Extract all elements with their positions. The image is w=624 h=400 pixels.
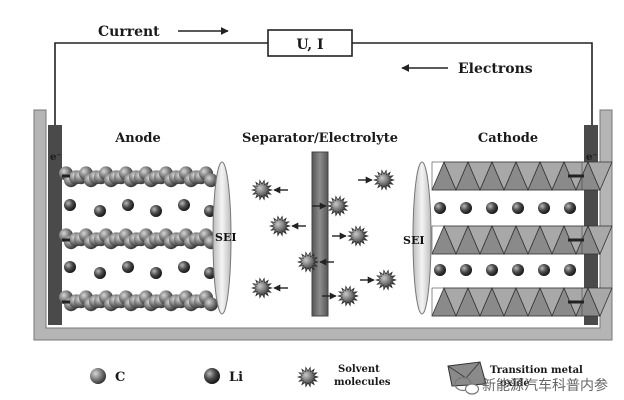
separator-membrane <box>311 151 329 317</box>
lithium-ion <box>538 264 550 276</box>
sei-layer-anode <box>212 161 232 315</box>
lithium-ion <box>64 261 76 273</box>
lithium-ion <box>64 199 76 211</box>
lithium-ion <box>434 264 446 276</box>
solvent-molecule-icon <box>250 179 274 201</box>
cathode-oxide <box>431 160 613 318</box>
electrons-label: Electrons <box>458 61 533 77</box>
external-circuit: U, I <box>54 29 593 125</box>
lithium-ion <box>460 264 472 276</box>
oxide-octahedron <box>587 161 613 192</box>
oxide-octahedron <box>587 225 613 256</box>
current-label: Current <box>98 24 160 40</box>
lithium-ion <box>434 202 446 214</box>
legend-solvent-line1: Solvent <box>338 364 380 375</box>
carbon-atom <box>204 173 218 188</box>
lithium-ion <box>486 264 498 276</box>
lithium-ion <box>460 202 472 214</box>
cell-container <box>33 109 613 341</box>
meter-label: U, I <box>296 37 323 53</box>
legend-carbon-label: C <box>115 370 125 385</box>
anode-current-collector <box>48 125 62 325</box>
solvent-molecule-icon <box>296 366 320 388</box>
watermark-text: 新能源汽车科普内参 <box>482 377 608 394</box>
sei-label-anode: SEI <box>215 231 236 244</box>
circuit-wire-left <box>54 42 268 125</box>
solvent-molecule-icon <box>374 269 398 291</box>
legend-oxide-line2: oxide <box>500 378 530 389</box>
legend-oxide-line1: Transition metal <box>490 365 583 376</box>
lithium-ion <box>122 199 134 211</box>
sei-layer-cathode <box>412 161 432 315</box>
electron-symbol-right: e⁻ <box>586 152 598 163</box>
sei-label-cathode: SEI <box>403 234 424 247</box>
lithium-ion <box>178 199 190 211</box>
electrolyte-solvent-molecules <box>250 169 398 307</box>
solvent-molecule-icon <box>346 225 370 247</box>
carbon-atom <box>204 297 218 312</box>
legend-lithium-label: Li <box>229 370 243 385</box>
anode-graphite <box>59 166 218 312</box>
solvent-molecule-icon <box>326 195 350 217</box>
meter-box <box>267 29 353 57</box>
solvent-molecule-icon <box>336 285 360 307</box>
legend-carbon-icon <box>90 368 106 384</box>
anode-label: Anode <box>114 131 161 146</box>
lithium-ion <box>512 202 524 214</box>
watermark: 新能源汽车科普内参 <box>454 376 608 395</box>
lithium-ion <box>512 264 524 276</box>
lithium-ion <box>94 267 106 279</box>
legend-lithium-icon <box>204 368 220 384</box>
lithium-ion <box>564 202 576 214</box>
solvent-molecule-icon <box>296 251 320 273</box>
oxide-octahedron <box>587 287 613 318</box>
separator-label: Separator/Electrolyte <box>242 131 398 146</box>
solvent-molecule-icon <box>372 169 396 191</box>
legend-solvent-line2: molecules <box>334 377 391 388</box>
legend-oxide-icon <box>447 361 487 387</box>
solvent-molecule-icon <box>268 215 292 237</box>
lithium-ion <box>564 264 576 276</box>
lithium-ion <box>122 261 134 273</box>
lithium-ion <box>486 202 498 214</box>
lithium-ion <box>150 205 162 217</box>
lithium-ion <box>94 205 106 217</box>
lithium-ion <box>150 267 162 279</box>
legend-solvent-icon <box>296 366 320 388</box>
lithium-ion <box>178 261 190 273</box>
legend: C Li Solvent molecules Transition metal … <box>90 361 583 389</box>
solvent-molecule-icon <box>250 277 274 299</box>
cathode-label: Cathode <box>478 131 538 146</box>
container-wall <box>33 109 613 341</box>
electron-symbol-left: e⁻ <box>50 152 62 163</box>
lithium-ion <box>538 202 550 214</box>
circuit-wire-right <box>352 42 593 125</box>
wechat-icon <box>454 376 480 395</box>
lithium-ion <box>204 267 216 279</box>
